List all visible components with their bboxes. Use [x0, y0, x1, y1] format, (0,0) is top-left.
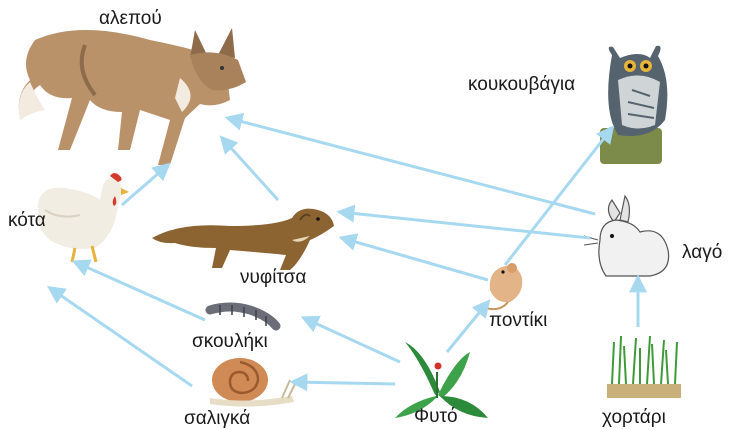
snail-icon: [210, 358, 297, 407]
label-rabbit: λαγό: [682, 242, 723, 263]
worm-icon: [205, 302, 281, 331]
arrow-rabbit-to-weasel: [336, 204, 591, 240]
arrow-mouse-to-weasel: [338, 233, 489, 282]
label-mouse: ποντίκι: [489, 310, 548, 331]
weasel-icon: [152, 208, 334, 270]
label-fox: αλεπού: [99, 8, 162, 29]
label-owl: κουκουβάγια: [468, 74, 576, 95]
arrow-hen-to-fox: [121, 162, 171, 207]
arrow-rabbit-to-fox: [224, 112, 596, 216]
rabbit-icon: [583, 194, 670, 277]
label-grass: χορτάρι: [602, 407, 666, 428]
label-hen: κότα: [8, 210, 46, 231]
grass-icon: [607, 335, 681, 398]
arrow-mouse-to-owl: [503, 125, 615, 266]
arrow-snail-to-hen: [47, 285, 193, 388]
plant-icon: [395, 342, 488, 418]
label-plant: Φυτό: [414, 406, 458, 427]
label-worm: σκουλήκι: [192, 331, 268, 352]
arrow-weasel-to-fox: [219, 135, 280, 202]
label-weasel: νυφίτσα: [240, 267, 307, 288]
label-snail: σαλιγκά: [184, 408, 251, 429]
arrow-plant-to-snail: [289, 373, 396, 392]
fox-icon: [18, 28, 246, 165]
owl-icon: [600, 45, 668, 164]
arrow-plant-to-mouse: [445, 299, 491, 353]
arrow-worm-to-hen: [71, 259, 206, 322]
hen-icon: [37, 173, 129, 263]
arrow-plant-to-worm: [300, 315, 401, 364]
